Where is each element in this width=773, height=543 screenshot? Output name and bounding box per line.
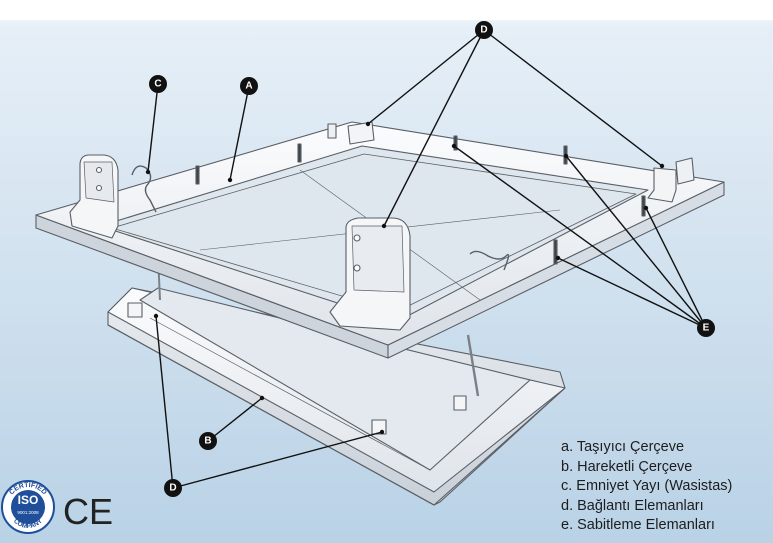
safety-spring xyxy=(131,165,157,213)
leader-d-1 xyxy=(367,29,485,125)
hinge-center xyxy=(329,217,411,331)
legend-item-d: d. Bağlantı Elemanları xyxy=(561,497,704,514)
leader-d-3 xyxy=(483,29,663,167)
strut-right xyxy=(466,334,480,397)
moving-frame-bottom-edge xyxy=(107,324,435,506)
callout-d-top: D xyxy=(475,21,493,39)
moving-frame-inner-line xyxy=(149,317,431,471)
leader-d-5 xyxy=(172,431,383,489)
callout-e: E xyxy=(697,319,715,337)
legend-item-b: b. Hareketli Çerçeve xyxy=(561,458,693,475)
moving-frame-bracket-right xyxy=(453,395,467,411)
hatch-illustration xyxy=(35,121,725,506)
leader-e-2 xyxy=(565,155,707,329)
moving-frame-cavity xyxy=(139,287,531,471)
svg-text:D: D xyxy=(480,25,487,36)
carrying-frame-inner-step xyxy=(111,153,637,313)
callout-c: C xyxy=(149,75,167,93)
leader-d-2 xyxy=(383,29,485,227)
legend-item-a: a. Taşıyıcı Çerçeve xyxy=(561,439,685,455)
iso-standard-text: 9001:2008 xyxy=(17,510,39,515)
callout-a: A xyxy=(240,77,258,95)
iso-certified-seal: CERTIFIED COMPANY ISO 9001:2008 xyxy=(1,480,55,534)
svg-text:E: E xyxy=(703,323,710,334)
svg-text:B: B xyxy=(204,436,211,447)
callout-b: B xyxy=(199,432,217,450)
legend-item-c: c. Emniyet Yayı (Wasistas) xyxy=(561,478,733,494)
callout-d-bottom: D xyxy=(164,479,182,497)
leader-end-dots xyxy=(145,121,665,435)
leader-d-4 xyxy=(155,315,174,489)
ce-mark: CE xyxy=(63,491,113,532)
hinge-back-right xyxy=(647,157,695,203)
safety-spring-right xyxy=(469,250,510,271)
top-white-band xyxy=(0,0,773,20)
iso-center-text: ISO xyxy=(18,493,39,507)
hinge-back-left xyxy=(327,121,375,145)
callout-leaders xyxy=(147,29,707,489)
moving-frame-right-edge xyxy=(433,387,566,506)
legend-list: a. Taşıyıcı Çerçeve b. Hareketli Çerçeve… xyxy=(561,438,732,536)
leader-c xyxy=(147,83,159,173)
svg-text:C: C xyxy=(154,79,161,90)
hinge-left xyxy=(69,154,119,239)
leader-b xyxy=(207,397,263,442)
moving-frame xyxy=(107,287,566,506)
leader-e-4 xyxy=(557,257,707,329)
legend-item-e: e. Sabitleme Elemanları xyxy=(561,517,715,533)
leader-a xyxy=(229,85,250,181)
moving-frame-bracket-left xyxy=(127,302,143,318)
svg-text:A: A xyxy=(245,81,252,92)
svg-text:D: D xyxy=(169,483,176,494)
leader-e-3 xyxy=(645,207,707,329)
leader-e-1 xyxy=(453,145,707,329)
